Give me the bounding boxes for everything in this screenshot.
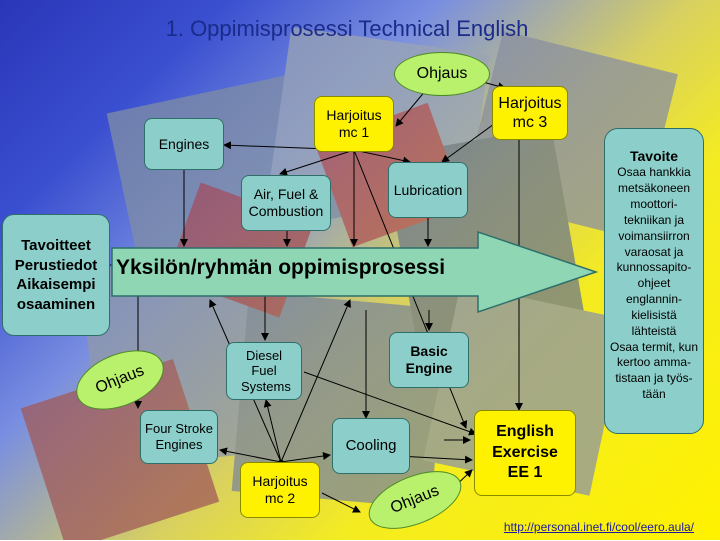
tavoite-heading: Tavoite [630, 148, 678, 164]
node-label: Cooling [345, 437, 397, 454]
node-engines: Engines [144, 118, 224, 170]
node-label: Basic Engine [405, 343, 453, 376]
tavoite-line: moottori- [630, 197, 678, 212]
tavoite-line: varaosat ja [624, 244, 684, 259]
tavoitteet-heading: Tavoitteet [21, 237, 91, 254]
tavoitteet-line: osaaminen [16, 295, 96, 313]
node-english-exercise: English Exercise EE 1 [474, 410, 576, 496]
tavoitteet-box: Tavoitteet Perustiedot Aikaisempi osaami… [2, 214, 110, 336]
node-label: Harjoitus mc 2 [252, 473, 308, 506]
page-title: 1. Oppimisprosessi Technical English [165, 16, 529, 41]
tavoite-line: kielisistä [631, 307, 677, 322]
tavoite-line: lähteistä [631, 323, 677, 338]
tavoite-line: ohjeet [637, 276, 671, 291]
ohjaus-label: Ohjaus [93, 362, 147, 397]
node-harjoitus-mc3: Harjoitus mc 3 [492, 86, 568, 140]
node-label: Engines [158, 135, 210, 152]
tavoite-line: tistaan ja työs- [615, 371, 693, 386]
ohjaus-oval-top: Ohjaus [394, 52, 490, 96]
process-arrow-label: Yksilön/ryhmän oppimisprosessi [116, 256, 446, 279]
node-harjoitus-mc2: Harjoitus mc 2 [240, 462, 320, 518]
node-label: Diesel Fuel Systems [241, 347, 291, 394]
source-link[interactable]: http://personal.inet.fi/cool/eero.aula/ [503, 520, 694, 534]
node-label: Lubrication [393, 181, 463, 198]
tavoite-line: tään [642, 387, 666, 402]
tavoite-line: Osaa termit, kun [609, 339, 699, 354]
node-label: Harjoitus mc 3 [498, 94, 562, 131]
tavoitteet-line: Perustiedot [14, 256, 98, 274]
tavoite-line: kertoo amma- [616, 355, 692, 370]
node-cooling: Cooling [332, 418, 410, 474]
tavoite-box: Tavoite Osaa hankkia metsäkoneen moottor… [604, 128, 704, 434]
node-basic-engine: Basic Engine [389, 332, 469, 388]
node-harjoitus-mc1: Harjoitus mc 1 [314, 96, 394, 152]
tavoite-line: voimansiirron [618, 228, 690, 243]
tavoite-line: metsäkoneen [617, 181, 691, 196]
node-air-fuel-combustion: Air, Fuel & Combustion [241, 175, 331, 231]
node-diesel-fuel-systems: Diesel Fuel Systems [226, 342, 302, 400]
node-label: Air, Fuel & Combustion [248, 186, 324, 219]
node-lubrication: Lubrication [388, 162, 468, 218]
tavoite-line: tekniikan ja [623, 212, 685, 227]
tavoite-line: Osaa hankkia [617, 165, 691, 180]
node-label: Harjoitus mc 1 [326, 107, 382, 140]
ohjaus-label: Ohjaus [416, 65, 468, 82]
tavoite-line: englannin- [625, 292, 683, 307]
node-label: English Exercise EE 1 [492, 422, 558, 482]
node-label: Four Stroke Engines [145, 421, 213, 452]
tavoite-line: kunnossapito- [616, 260, 692, 275]
node-four-stroke-engines: Four Stroke Engines [140, 410, 218, 464]
tavoitteet-line: Aikaisempi [16, 276, 96, 293]
ohjaus-label: Ohjaus [388, 482, 442, 517]
